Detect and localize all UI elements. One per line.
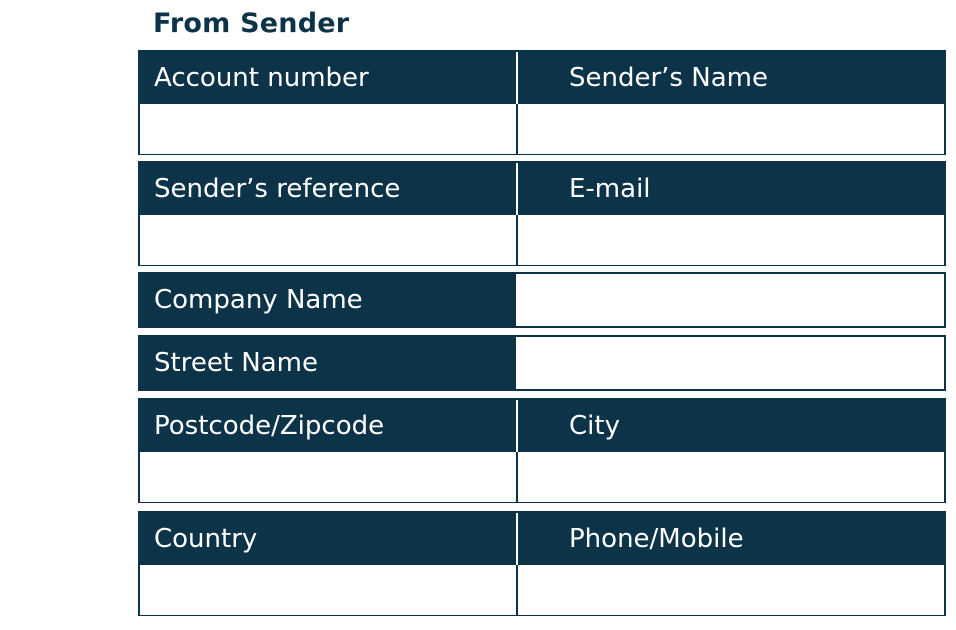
postcode-label: Postcode/Zipcode — [154, 411, 385, 441]
account-name-header-row: Account number Sender’s Name — [140, 52, 944, 104]
postcode-city-input-row — [140, 452, 944, 502]
reference-email-block: Sender’s reference E-mail — [138, 161, 946, 266]
country-field[interactable] — [140, 565, 516, 615]
country-label: Country — [154, 524, 258, 554]
company-name-field[interactable] — [516, 274, 944, 326]
reference-email-input-row — [140, 215, 944, 265]
sender-name-field[interactable] — [516, 104, 944, 154]
phone-field[interactable] — [516, 565, 944, 615]
street-name-row: Street Name — [140, 337, 944, 389]
postcode-city-block: Postcode/Zipcode City — [138, 398, 946, 503]
postcode-city-header-row: Postcode/Zipcode City — [140, 400, 944, 452]
sender-reference-label: Sender’s reference — [154, 174, 401, 204]
account-number-label: Account number — [154, 63, 369, 93]
email-label: E-mail — [516, 163, 944, 215]
street-name-label: Street Name — [140, 337, 516, 389]
sender-reference-field[interactable] — [140, 215, 516, 265]
city-field[interactable] — [516, 452, 944, 502]
company-name-row: Company Name — [140, 274, 944, 326]
city-label: City — [516, 400, 944, 452]
phone-label: Phone/Mobile — [516, 513, 944, 565]
reference-email-header-row: Sender’s reference E-mail — [140, 163, 944, 215]
company-name-block: Company Name — [138, 272, 946, 328]
account-name-block: Account number Sender’s Name — [138, 50, 946, 155]
section-title: From Sender — [153, 8, 350, 39]
street-name-field[interactable] — [516, 337, 944, 389]
account-name-input-row — [140, 104, 944, 154]
postcode-field[interactable] — [140, 452, 516, 502]
country-phone-header-row: Country Phone/Mobile — [140, 513, 944, 565]
country-phone-block: Country Phone/Mobile — [138, 511, 946, 616]
country-phone-input-row — [140, 565, 944, 615]
company-name-label: Company Name — [140, 274, 516, 326]
account-number-field[interactable] — [140, 104, 516, 154]
sender-name-label: Sender’s Name — [516, 52, 944, 104]
street-name-block: Street Name — [138, 335, 946, 391]
email-field[interactable] — [516, 215, 944, 265]
